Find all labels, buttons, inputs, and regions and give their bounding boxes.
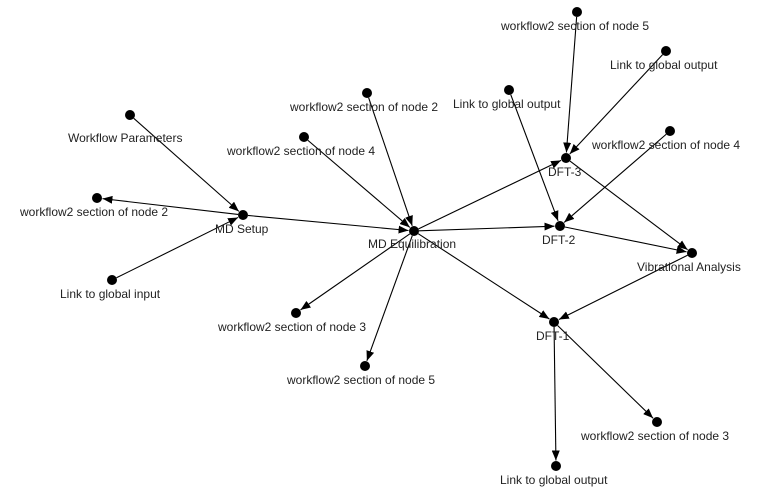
node-wf2-node4-left[interactable] bbox=[299, 132, 309, 142]
node-wf2-node3-bottom[interactable] bbox=[652, 417, 662, 427]
node-label-link-global-output-top: Link to global output bbox=[610, 58, 718, 72]
node-label-dft-2: DFT-2 bbox=[542, 233, 576, 247]
edge-md-equilibration-to-dft-3 bbox=[418, 159, 562, 230]
node-label-workflow-parameters: Workflow Parameters bbox=[68, 131, 182, 145]
edge-wf2-node5-top-to-dft-3 bbox=[563, 16, 578, 153]
edge-link-global-input-to-md-setup bbox=[116, 216, 239, 279]
edge-dft-1-to-wf2-node3-bottom bbox=[557, 325, 654, 419]
node-label-wf2-node4-left: workflow2 section of node 4 bbox=[226, 144, 375, 158]
node-label-wf2-node3-mid: workflow2 section of node 3 bbox=[217, 320, 366, 334]
edge-md-equilibration-to-dft-2 bbox=[418, 222, 555, 232]
node-vibrational-analysis[interactable] bbox=[687, 248, 697, 258]
node-label-md-equilibration: MD Equilibration bbox=[368, 237, 456, 251]
node-label-md-setup: MD Setup bbox=[215, 222, 269, 236]
node-link-global-output-mid[interactable] bbox=[504, 85, 514, 95]
node-dft-3[interactable] bbox=[561, 153, 571, 163]
node-wf2-node2-top[interactable] bbox=[362, 88, 372, 98]
node-link-global-input[interactable] bbox=[107, 275, 117, 285]
node-label-link-global-input: Link to global input bbox=[60, 287, 161, 301]
node-label-link-global-output-bottom: Link to global output bbox=[500, 473, 608, 487]
node-dft-2[interactable] bbox=[555, 221, 565, 231]
edge-md-setup-to-md-equilibration bbox=[247, 214, 409, 234]
node-wf2-node5-bottom[interactable] bbox=[360, 361, 370, 371]
edge-dft-3-to-vibrational-analysis bbox=[569, 160, 688, 251]
node-label-wf2-node2-top: workflow2 section of node 2 bbox=[289, 100, 438, 114]
node-dft-1[interactable] bbox=[549, 317, 559, 327]
node-label-wf2-node3-bottom: workflow2 section of node 3 bbox=[580, 429, 729, 443]
node-wf2-node3-mid[interactable] bbox=[291, 308, 301, 318]
node-workflow-parameters[interactable] bbox=[125, 110, 135, 120]
edge-link-global-output-mid-to-dft-2 bbox=[510, 94, 559, 222]
edge-wf2-node4-left-to-md-equilibration bbox=[307, 139, 411, 228]
node-label-wf2-node5-bottom: workflow2 section of node 5 bbox=[286, 373, 435, 387]
edge-md-equilibration-to-dft-1 bbox=[417, 233, 550, 320]
node-label-link-global-output-mid: Link to global output bbox=[453, 97, 561, 111]
node-link-global-output-top[interactable] bbox=[661, 46, 671, 56]
node-link-global-output-bottom[interactable] bbox=[551, 461, 561, 471]
edge-workflow-parameters-to-md-setup bbox=[133, 117, 240, 212]
node-label-wf2-node4-right: workflow2 section of node 4 bbox=[591, 138, 740, 152]
node-label-dft-1: DFT-1 bbox=[536, 329, 570, 343]
node-wf2-node4-right[interactable] bbox=[665, 126, 675, 136]
node-label-wf2-node2-left: workflow2 section of node 2 bbox=[19, 205, 168, 219]
node-label-vibrational-analysis: Vibrational Analysis bbox=[637, 260, 741, 274]
node-md-equilibration[interactable] bbox=[409, 226, 419, 236]
labels-layer: Workflow Parameters MD Setup workflow2 sec… bbox=[19, 19, 741, 487]
node-label-wf2-node5-top: workflow2 section of node 5 bbox=[500, 19, 649, 33]
edge-dft-1-to-link-global-output-bottom bbox=[551, 326, 560, 461]
edge-wf2-node4-right-to-dft-2 bbox=[563, 133, 667, 223]
node-wf2-node5-top[interactable] bbox=[572, 7, 582, 17]
nodes-layer bbox=[92, 7, 697, 471]
edge-wf2-node2-top-to-md-equilibration bbox=[368, 97, 413, 226]
edge-vibrational-analysis-to-dft-1 bbox=[558, 254, 688, 321]
node-md-setup[interactable] bbox=[238, 210, 248, 220]
edge-dft-2-to-vibrational-analysis bbox=[564, 226, 687, 254]
edge-md-setup-to-wf2-node2-left bbox=[102, 195, 239, 215]
edges-layer bbox=[102, 16, 688, 461]
node-label-dft-3: DFT-3 bbox=[548, 165, 582, 179]
edge-md-equilibration-to-wf2-node3-mid bbox=[300, 233, 411, 311]
edge-md-equilibration-to-wf2-node5-bottom bbox=[366, 235, 413, 362]
node-wf2-node2-left[interactable] bbox=[92, 193, 102, 203]
edge-link-global-output-top-to-dft-3 bbox=[569, 54, 663, 155]
